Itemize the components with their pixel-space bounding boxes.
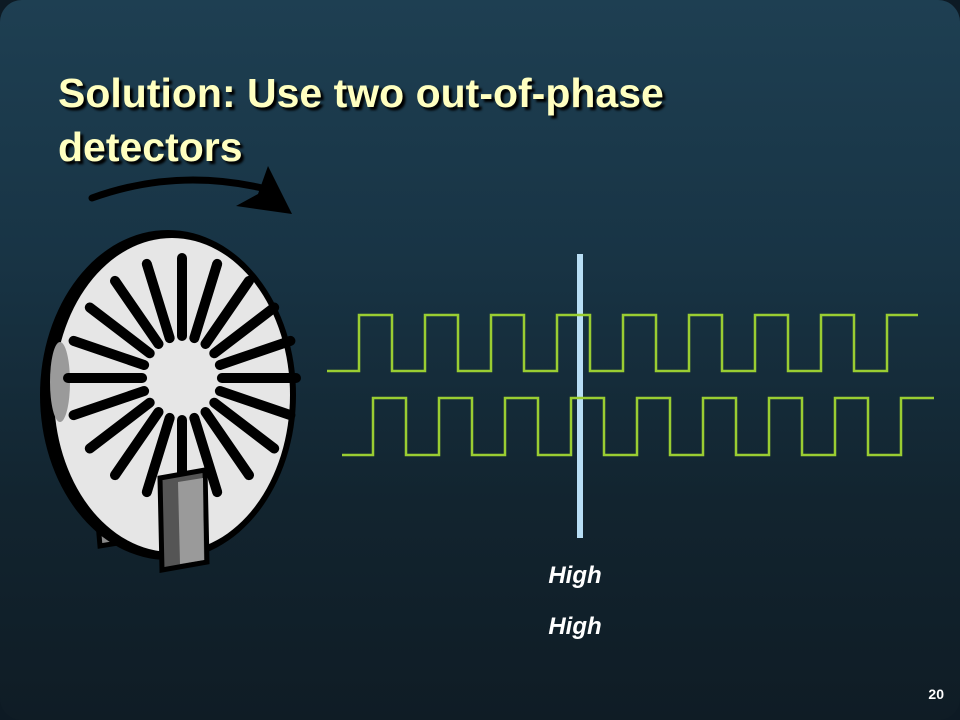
title-line-1: Solution: Use two out-of-phase xyxy=(58,70,664,116)
detector-b-state-label: High xyxy=(548,613,602,640)
disk-slot xyxy=(110,275,164,349)
disk-slot xyxy=(214,386,296,421)
sensor-block-icon xyxy=(157,467,210,573)
page-number: 20 xyxy=(928,686,944,702)
detector-a-state-label: High xyxy=(548,562,602,589)
detector-b-signal xyxy=(342,396,934,457)
disk-slot xyxy=(84,302,155,359)
slide-title: Solution: Use two out-of-phase detectors xyxy=(58,66,878,174)
disk-slot xyxy=(68,335,150,370)
disk-slot xyxy=(189,258,223,344)
disk-slot xyxy=(141,412,175,498)
disk-slot xyxy=(84,397,155,454)
disk-slot xyxy=(141,258,175,344)
disk-slot xyxy=(110,407,164,481)
encoder-disk-icon xyxy=(40,230,301,560)
disk-slot xyxy=(209,397,280,454)
detector-a-signal xyxy=(327,313,918,373)
disk-slot xyxy=(200,275,254,349)
disk-slot xyxy=(214,335,296,370)
disk-slot xyxy=(209,302,280,359)
disk-slot xyxy=(200,407,254,481)
title-line-2: detectors xyxy=(58,124,243,170)
rotation-arrow-icon xyxy=(88,166,292,214)
disk-slot xyxy=(68,386,150,421)
disk-slot xyxy=(189,412,223,498)
